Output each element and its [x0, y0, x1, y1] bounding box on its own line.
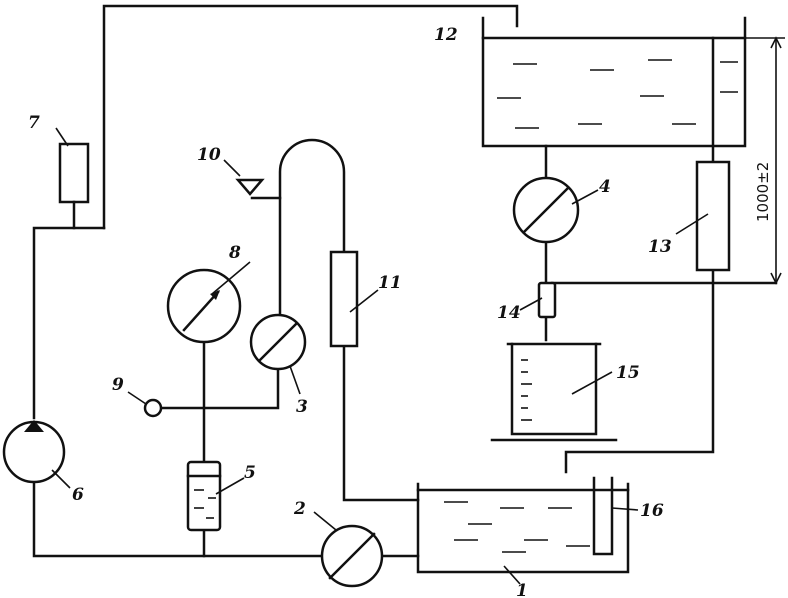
- label-8: 8: [228, 243, 241, 263]
- element-7: [58, 142, 90, 204]
- label-12: 12: [434, 25, 458, 45]
- label-3: 3: [296, 397, 308, 417]
- funnel: [235, 178, 265, 196]
- label-16: 16: [640, 501, 664, 521]
- element-11: [329, 250, 359, 348]
- filter-vessel: [186, 460, 222, 532]
- flowmeter-4: [512, 176, 580, 244]
- piping: [32, 4, 785, 558]
- label-11: 11: [378, 273, 402, 293]
- lower-tank: [416, 482, 630, 574]
- leader-lines: [51, 127, 709, 585]
- label-13: 13: [648, 237, 672, 257]
- label-15: 15: [616, 363, 640, 383]
- flowmeter-3: [249, 313, 307, 371]
- label-1: 1: [516, 581, 528, 598]
- pressure-gauge: [166, 268, 242, 344]
- dimension-label: 1000±2: [754, 162, 772, 222]
- label-2: 2: [293, 499, 306, 519]
- label-9: 9: [112, 375, 124, 395]
- tube-13: [695, 160, 731, 272]
- label-10: 10: [197, 145, 221, 165]
- label-6: 6: [72, 485, 84, 505]
- measuring-beaker: [490, 342, 618, 442]
- label-5: 5: [244, 463, 256, 483]
- overflow-weir: [592, 476, 614, 556]
- pump: [2, 420, 66, 484]
- valve-2: [320, 524, 384, 588]
- labels: 7 10 8 9 3 11 12 4 13 14 15 5 6 2 16 1 1…: [28, 25, 772, 598]
- upper-tank: [481, 16, 747, 148]
- label-7: 7: [28, 113, 40, 133]
- nozzle: [537, 281, 557, 319]
- fitting-9: [143, 398, 163, 418]
- label-4: 4: [599, 177, 611, 197]
- label-14: 14: [497, 303, 521, 323]
